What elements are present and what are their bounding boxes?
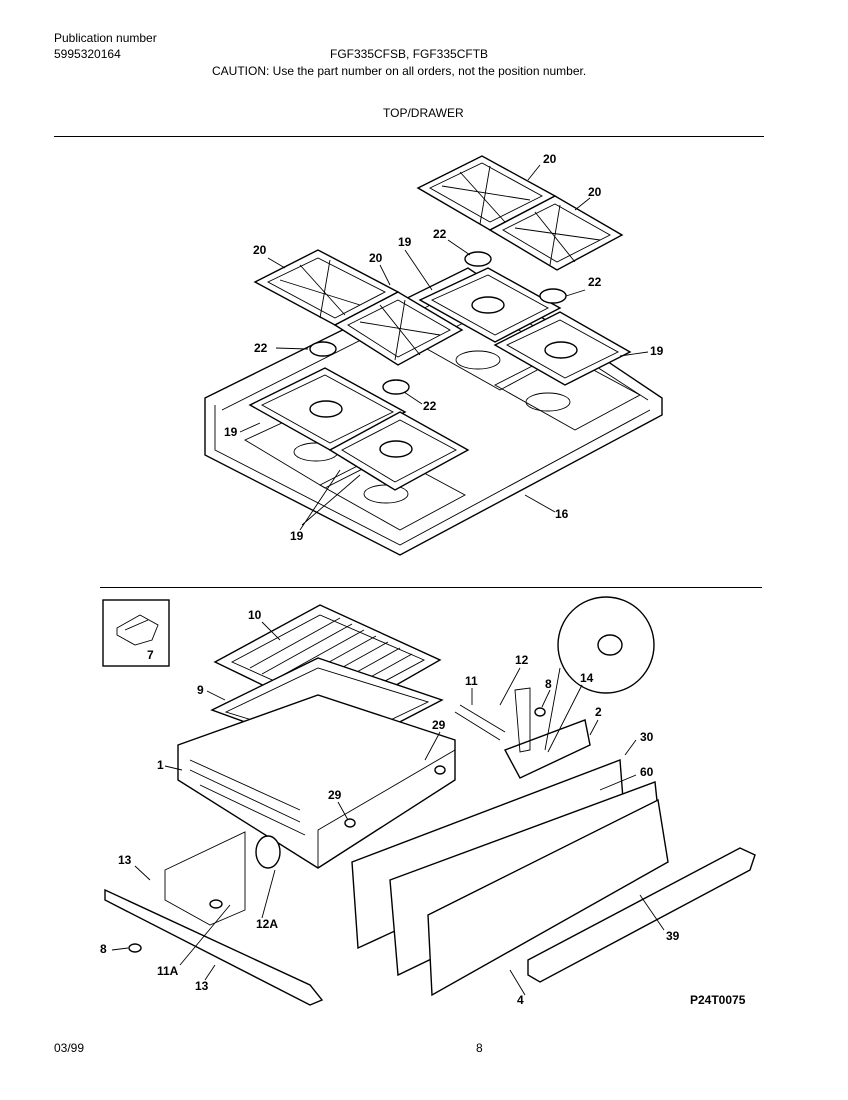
top-divider — [54, 136, 764, 137]
callout-19-b: 19 — [650, 344, 664, 358]
top-callouts: 20 20 20 20 19 22 22 22 22 19 19 19 16 — [224, 152, 664, 543]
drawer-assembly — [102, 596, 756, 1006]
callout-20-d: 20 — [369, 251, 383, 265]
callout-20-c: 20 — [253, 243, 267, 257]
callout-22-a: 22 — [433, 227, 447, 241]
callout-14: 14 — [580, 671, 594, 685]
publication-label: Publication number — [54, 31, 157, 45]
callout-30: 30 — [640, 730, 654, 744]
callout-8-a: 8 — [100, 942, 107, 956]
callout-60: 60 — [640, 765, 654, 779]
callout-22-d: 22 — [423, 399, 437, 413]
callout-8-b: 8 — [545, 677, 552, 691]
section-title: TOP/DRAWER — [383, 106, 464, 120]
callout-13-a: 13 — [118, 853, 132, 867]
callout-39: 39 — [666, 929, 680, 943]
callout-19-d: 19 — [290, 529, 304, 543]
callout-2: 2 — [595, 705, 602, 719]
model-numbers: FGF335CFSB, FGF335CFTB — [330, 47, 489, 61]
footer-date: 03/99 — [54, 1041, 85, 1055]
callout-7: 7 — [147, 648, 154, 662]
callout-12A: 12A — [256, 917, 278, 931]
cooktop-assembly — [204, 155, 663, 556]
callout-11: 11 — [465, 674, 478, 688]
callout-19-a: 19 — [398, 235, 412, 249]
callout-4: 4 — [517, 993, 524, 1007]
middle-divider — [100, 587, 762, 588]
callout-1: 1 — [157, 758, 164, 772]
publication-number: 5995320164 — [54, 47, 121, 61]
callout-10: 10 — [248, 608, 262, 622]
callout-19-c: 19 — [224, 425, 238, 439]
diagram-code: P24T0075 — [690, 993, 746, 1007]
caution-note: CAUTION: Use the part number on all orde… — [212, 64, 587, 78]
callout-12: 12 — [515, 653, 529, 667]
callout-22-c: 22 — [254, 341, 268, 355]
callout-29-a: 29 — [432, 718, 446, 732]
callout-20-b: 20 — [588, 185, 602, 199]
callout-9: 9 — [197, 683, 204, 697]
callout-29-b: 29 — [328, 788, 342, 802]
callout-20-a: 20 — [543, 152, 557, 166]
page-number: 8 — [476, 1041, 483, 1055]
callout-16: 16 — [555, 507, 569, 521]
callout-13-b: 13 — [195, 979, 209, 993]
callout-22-b: 22 — [588, 275, 602, 289]
bottom-callouts: 10 7 9 1 29 29 13 8 11A 13 12A 11 12 8 1… — [100, 608, 680, 1007]
callout-11A: 11A — [157, 964, 179, 978]
